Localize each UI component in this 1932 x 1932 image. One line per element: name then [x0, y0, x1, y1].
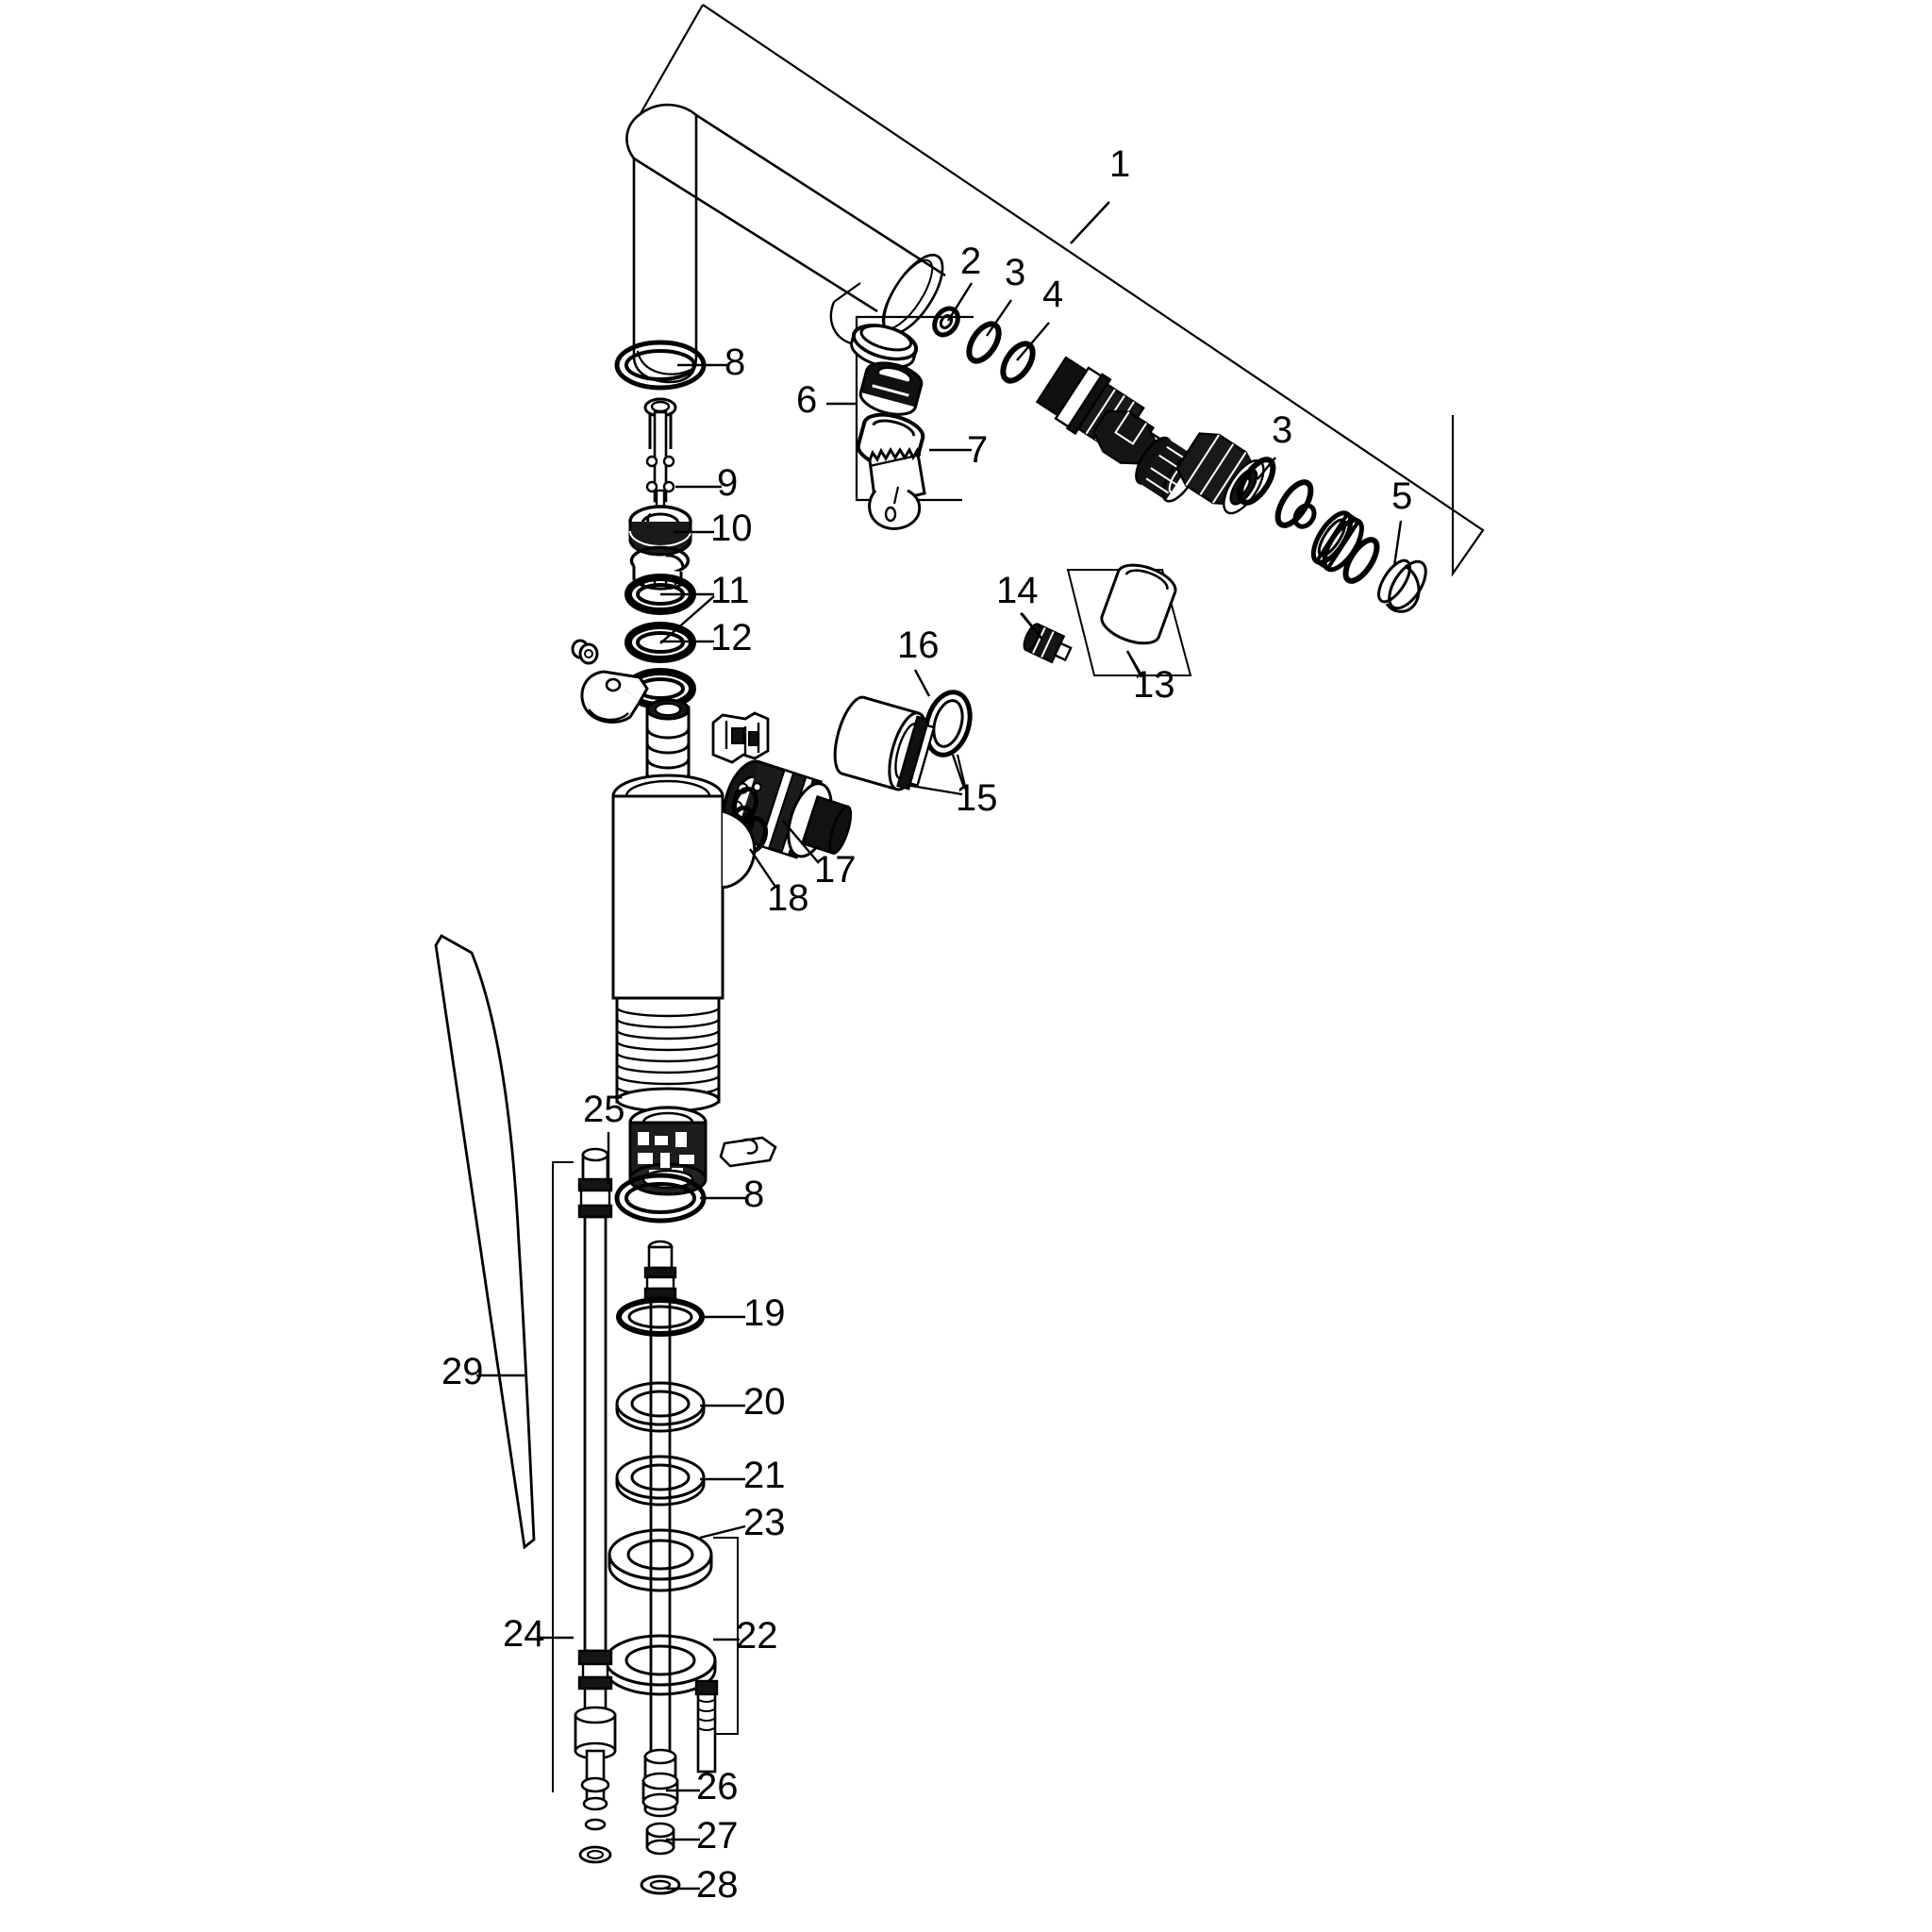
- c-clip: [580, 670, 649, 724]
- callout-number-3: 3: [1272, 409, 1293, 451]
- callout-number-6: 6: [796, 379, 818, 421]
- callout-number-20: 20: [743, 1381, 786, 1423]
- callout-number-14: 14: [996, 570, 1039, 611]
- callout-number-22: 22: [736, 1615, 778, 1657]
- leader-line-13: [1125, 650, 1143, 678]
- leader-line-: [659, 595, 715, 644]
- part-23-rubber-gasket: [608, 1528, 713, 1592]
- callout-number-8: 8: [743, 1174, 765, 1215]
- callout-number-19: 19: [743, 1292, 786, 1334]
- lower-stem-nuts: [640, 1748, 681, 1895]
- callout-number-23: 23: [743, 1502, 786, 1543]
- callout-number-16: 16: [897, 625, 940, 666]
- leader-line-15: [951, 754, 966, 789]
- part-2-small-washer: [932, 306, 960, 338]
- callout-number-25: 25: [583, 1089, 625, 1130]
- callout-leader-lines: [476, 202, 1403, 1890]
- callout-number-24: 24: [503, 1613, 545, 1655]
- part-3-o-ring-right: [1237, 457, 1314, 528]
- small-nipple: [571, 639, 599, 665]
- callout-number-3: 3: [1005, 252, 1026, 293]
- callout-number-7: 7: [967, 429, 989, 471]
- callout-number-28: 28: [696, 1864, 739, 1906]
- retaining-clip: [711, 711, 770, 764]
- part-8-o-ring-lower: [617, 1175, 704, 1221]
- leader-line-17: [782, 820, 820, 864]
- part-14-grub-screw: [1021, 612, 1073, 664]
- callout-number-21: 21: [743, 1455, 786, 1496]
- part-9-pull-rod: [643, 397, 677, 513]
- leader-line-4: [1016, 322, 1050, 361]
- mounting-bolt: [694, 1679, 719, 1774]
- callout-number-5: 5: [1391, 475, 1413, 517]
- leader-line-3: [986, 299, 1012, 337]
- part-28-washer-bottom: [640, 1874, 681, 1895]
- callout-number-12: 12: [710, 617, 753, 658]
- callout-number-9: 9: [717, 462, 739, 504]
- callout-number-1: 1: [1109, 143, 1131, 185]
- callout-number-4: 4: [1042, 274, 1064, 315]
- leader-line-5: [1392, 520, 1403, 567]
- leader-line-16: [913, 669, 931, 697]
- leader-line-23: [699, 1524, 746, 1540]
- callout-number-13: 13: [1133, 664, 1175, 706]
- part-16-o-ring-handle: [924, 690, 973, 758]
- callout-number-10: 10: [710, 508, 753, 549]
- leader-line-3: [1257, 457, 1276, 480]
- knurled-coupling-nut: [1175, 432, 1265, 515]
- part-10-bushing-nut: [628, 505, 692, 557]
- part-27-nut-mid: [645, 1822, 675, 1856]
- part-3-o-ring-top: [966, 321, 1036, 384]
- callout-number-8: 8: [724, 341, 746, 383]
- callout-number-18: 18: [767, 877, 809, 919]
- leader-line-14: [1020, 612, 1043, 641]
- callout-number-11: 11: [710, 570, 750, 611]
- callout-number-2: 2: [960, 241, 982, 282]
- part-15-handle-sleeve-set: [833, 695, 968, 796]
- callout-number-29: 29: [441, 1351, 484, 1392]
- part-24-flexible-hose: [552, 1147, 617, 1864]
- body-tube: [611, 698, 757, 1113]
- callout-number-15: 15: [956, 777, 998, 819]
- center-stem: [643, 1240, 677, 1762]
- callout-number-27: 27: [696, 1815, 739, 1857]
- small-insert: [1292, 503, 1317, 529]
- leader-line-2: [946, 282, 974, 322]
- part-13-handle-lever: [1066, 563, 1192, 677]
- part-29-weight-rail: [434, 934, 536, 1550]
- part-7-flow-regulator: [868, 446, 926, 530]
- callout-number-26: 26: [696, 1766, 739, 1807]
- leader-line-18: [749, 848, 776, 888]
- part-5-end-cap: [1310, 510, 1427, 613]
- leader-line-1: [1070, 202, 1109, 244]
- callout-number-17: 17: [814, 849, 857, 891]
